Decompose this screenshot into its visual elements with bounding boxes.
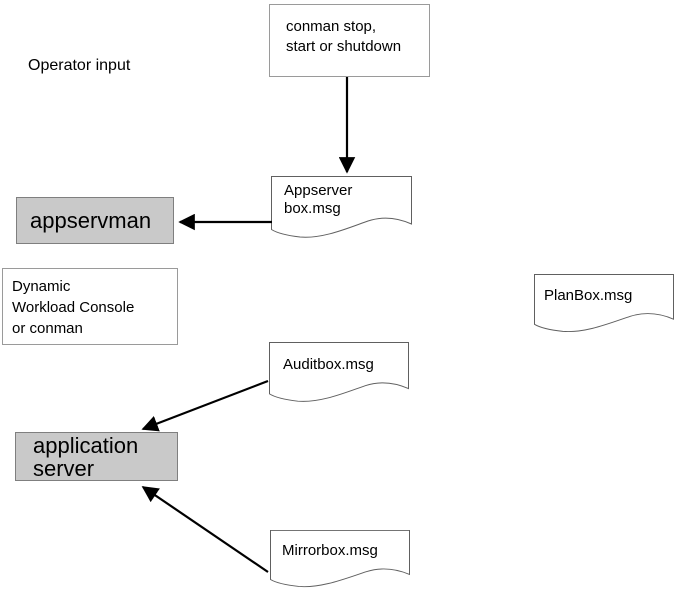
- conman-command-line2: start or shutdown: [286, 38, 402, 55]
- planbox-doc-label: PlanBox.msg: [544, 287, 633, 304]
- planbox-msg-document: PlanBox.msg: [534, 274, 674, 337]
- appserver-box-msg-document: Appserver box.msg: [271, 176, 412, 243]
- document-shape-icon: [534, 274, 674, 333]
- appservman-node: appservman: [16, 197, 174, 244]
- application-server-line2: server: [33, 456, 95, 481]
- application-server-node: application server: [15, 432, 178, 481]
- mirrorbox-doc-label: Mirrorbox.msg: [282, 542, 378, 559]
- auditbox-doc-label: Auditbox.msg: [283, 356, 374, 373]
- document-shape-icon: [270, 530, 410, 588]
- conman-command-box: conman stop, start or shutdown: [269, 4, 430, 77]
- application-server-line1: application: [33, 433, 139, 458]
- console-box-line1: Dynamic: [12, 278, 71, 295]
- appservman-label: appservman: [30, 208, 152, 233]
- appserver-doc-line2: box.msg: [284, 200, 341, 217]
- document-shape-icon: [269, 342, 409, 402]
- console-box: Dynamic Workload Console or conman: [2, 268, 178, 345]
- arrow-mirrorbox-to-application-server: [141, 486, 269, 573]
- conman-command-line1: conman stop,: [286, 18, 377, 35]
- console-box-line3: or conman: [12, 320, 83, 337]
- arrow-auditbox-to-application-server: [141, 379, 269, 432]
- auditbox-msg-document: Auditbox.msg: [269, 342, 409, 407]
- document-shape-icon: [271, 176, 412, 238]
- appserver-doc-line1: Appserver: [284, 182, 353, 199]
- operator-input-label: Operator input: [28, 57, 131, 74]
- mirrorbox-msg-document: Mirrorbox.msg: [270, 530, 410, 592]
- console-box-line2: Workload Console: [12, 299, 135, 316]
- appserver-doc-label: Appserver box.msg: [284, 182, 352, 218]
